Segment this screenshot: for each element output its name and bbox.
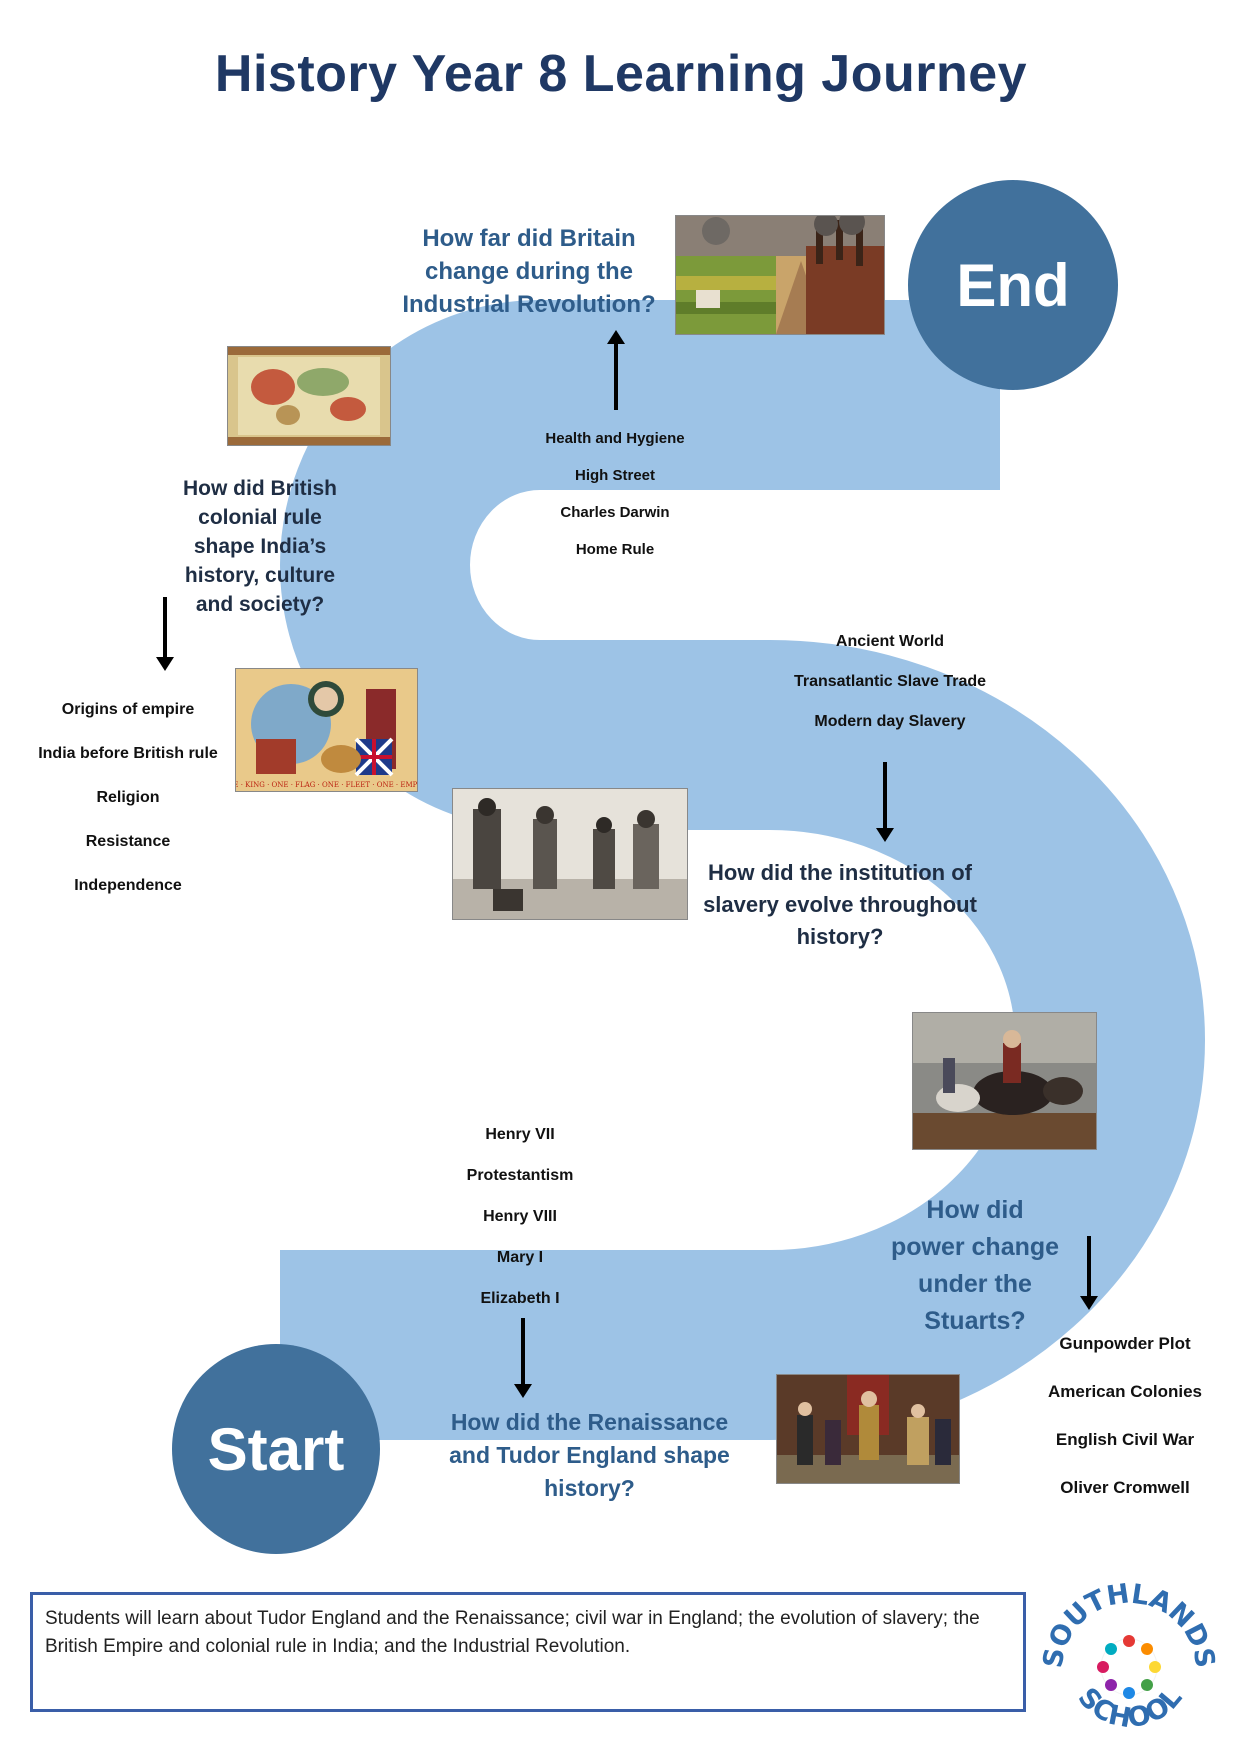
arrow-down-stuarts [1080,1236,1098,1310]
topic-item: Independence [74,877,182,894]
topic-item: Ancient World [835,633,945,650]
topics-stuarts: Gunpowder Plot American Colonies English… [1030,1320,1220,1512]
topic-item: High Street [574,467,655,484]
question-stuarts: How did power change under the Stuarts? [890,1196,1060,1335]
topics-british-india: Origins of empire India before British r… [28,688,228,908]
topic-item: American Colonies [1048,1382,1202,1401]
empire-poster-image: ONE · KING · ONE · FLAG · ONE · FLEET · … [235,668,418,792]
arrow-down-slavery [876,762,894,842]
topic-item: Resistance [85,833,171,850]
question-tudors: How did the Renaissance and Tudor Englan… [449,1409,730,1501]
start-circle: Start [172,1344,380,1554]
arrow-up-industrial [607,330,625,410]
topic-item: Mary I [496,1249,544,1266]
question-industrial-revolution: How far did Britain change during the In… [402,225,656,318]
summary-text: Students will learn about Tudor England … [45,1608,980,1657]
topics-industrial-revolution: Health and Hygiene High Street Charles D… [520,420,710,568]
southlands-school-logo: SOUTHLANDS SCHOOL [1038,1570,1221,1748]
topic-item: Oliver Cromwell [1060,1478,1190,1497]
topic-item: Protestantism [466,1167,574,1184]
topic-item: Elizabeth I [480,1290,560,1307]
topic-item: Gunpowder Plot [1059,1334,1191,1353]
topic-item: Health and Hygiene [545,430,685,447]
industrial-revolution-image [675,215,885,335]
page-title: History Year 8 Learning Journey [214,45,1028,103]
topic-item: Religion [96,789,160,806]
topic-item: Charles Darwin [560,504,670,521]
topic-item: Modern day Slavery [814,713,966,730]
slavery-engraving-image [452,788,688,920]
tudor-court-image [776,1374,960,1484]
question-british-india: How did British colonial rule shape Indi… [183,477,337,616]
topic-item: Home Rule [575,541,655,558]
end-circle: End [908,180,1118,390]
arrow-down-tudors [514,1318,532,1398]
topic-item: Henry VIII [483,1208,557,1225]
topics-tudors: Henry VII Protestantism Henry VIII Mary … [420,1114,620,1319]
topic-item: Transatlantic Slave Trade [793,673,987,690]
question-slavery: How did the institution of slavery evolv… [703,860,977,949]
topic-item: Origins of empire [61,701,195,718]
summary-box: Students will learn about Tudor England … [30,1592,1026,1712]
civil-war-image [912,1012,1097,1150]
topics-slavery: Ancient World Transatlantic Slave Trade … [770,622,1010,742]
empire-poster-caption: ONE · KING · ONE · FLAG · ONE · FLEET · … [236,781,417,789]
topic-item: India before British rule [38,745,218,762]
topic-item: Henry VII [485,1126,555,1143]
start-label: Start [207,1415,345,1483]
world-map-image [227,346,391,446]
end-label: End [956,251,1070,319]
topic-item: English Civil War [1055,1430,1195,1449]
svg-text:SOUTHLANDS: SOUTHLANDS [1040,1578,1218,1670]
arrow-down-india [156,597,174,671]
